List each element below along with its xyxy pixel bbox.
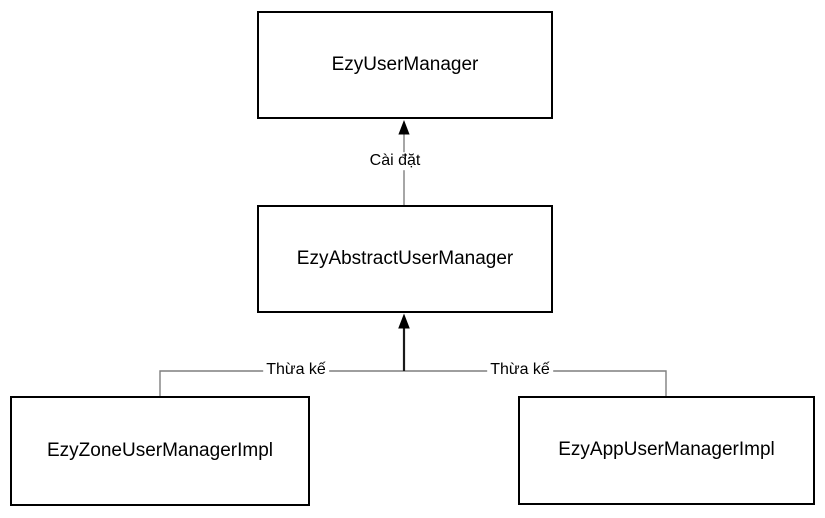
inheritance-elbow-line bbox=[159, 370, 667, 396]
implements-arrowhead-icon bbox=[398, 120, 410, 135]
node-ezy-user-manager: EzyUserManager bbox=[257, 11, 553, 119]
node-ezy-abstract-user-manager: EzyAbstractUserManager bbox=[257, 205, 553, 313]
node-ezy-app-user-manager-impl: EzyAppUserManagerImpl bbox=[518, 396, 815, 505]
edge-label-implements: Cài đặt bbox=[366, 152, 424, 170]
edge-label-inherits-left: Thừa kế bbox=[263, 361, 329, 379]
node-ezy-zone-user-manager-impl: EzyZoneUserManagerImpl bbox=[10, 396, 310, 506]
node-label: EzyAbstractUserManager bbox=[296, 247, 514, 269]
inheritance-arrowhead-icon bbox=[398, 313, 410, 329]
edge-label-inherits-right: Thừa kế bbox=[487, 361, 553, 379]
node-label: EzyUserManager bbox=[331, 53, 479, 75]
node-label: EzyAppUserManagerImpl bbox=[558, 439, 775, 461]
node-label: EzyZoneUserManagerImpl bbox=[47, 439, 273, 461]
